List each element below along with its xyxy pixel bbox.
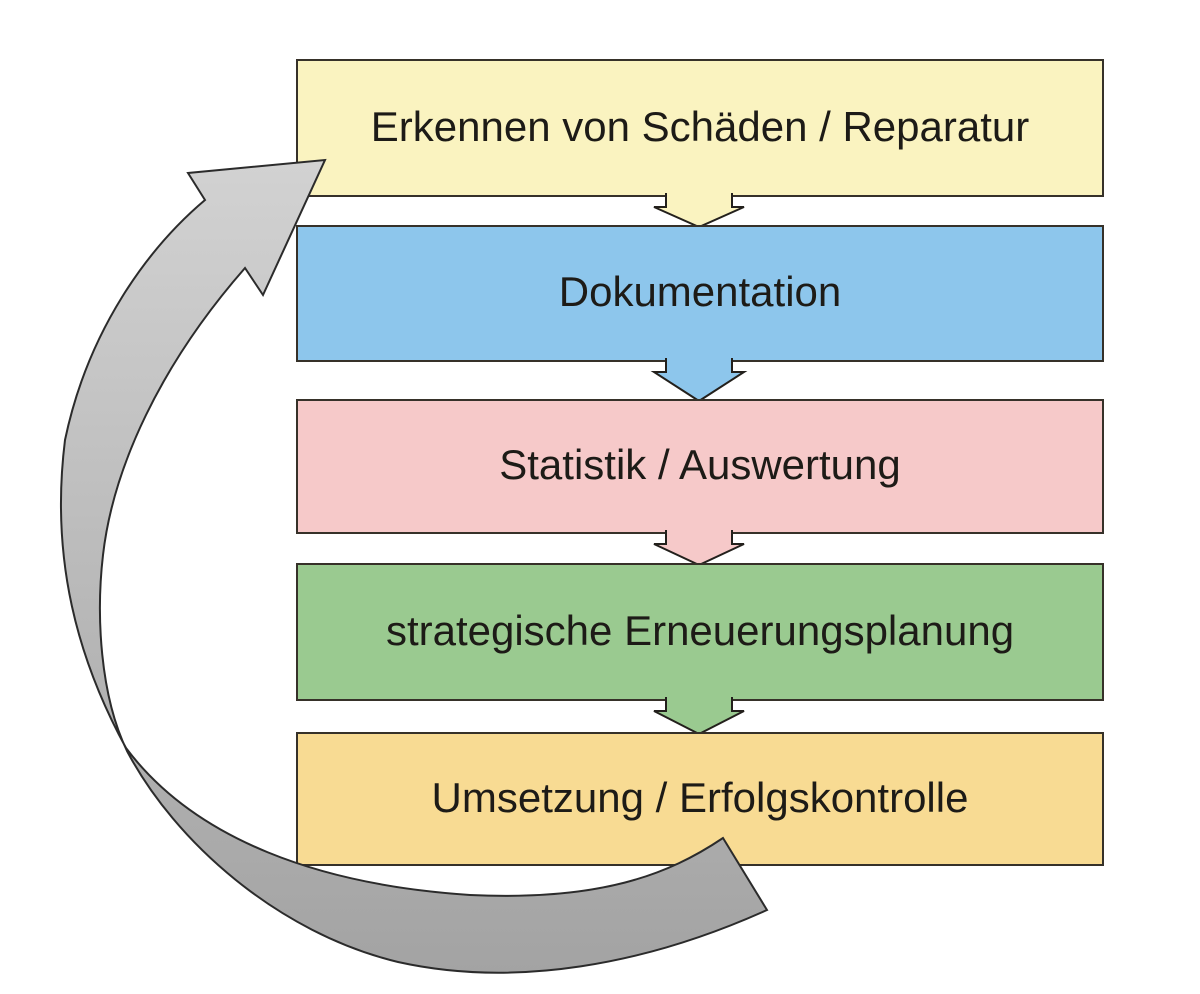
stage-box-erneuerungsplanung [296, 563, 1104, 701]
stage-box-statistik [296, 399, 1104, 534]
stage-label-dokumentation: Dokumentation [559, 268, 842, 315]
stage-box-erkennen [296, 59, 1104, 197]
down-arrow-connector-1 [653, 193, 745, 229]
stage-label-erneuerungsplanung: strategische Erneuerungsplanung [386, 607, 1014, 654]
down-arrow-connector-2 [650, 358, 748, 403]
stage-label-umsetzung: Umsetzung / Erfolgskontrolle [432, 774, 969, 821]
stage-box-umsetzung [296, 732, 1104, 866]
stage-label-statistik: Statistik / Auswertung [499, 441, 901, 488]
down-arrow-connector-4 [653, 697, 745, 736]
cycle-return-arrow [60, 158, 769, 974]
stage-label-erkennen: Erkennen von Schäden / Reparatur [371, 103, 1029, 150]
down-arrow-connector-3 [653, 530, 745, 567]
stage-box-dokumentation [296, 225, 1104, 362]
